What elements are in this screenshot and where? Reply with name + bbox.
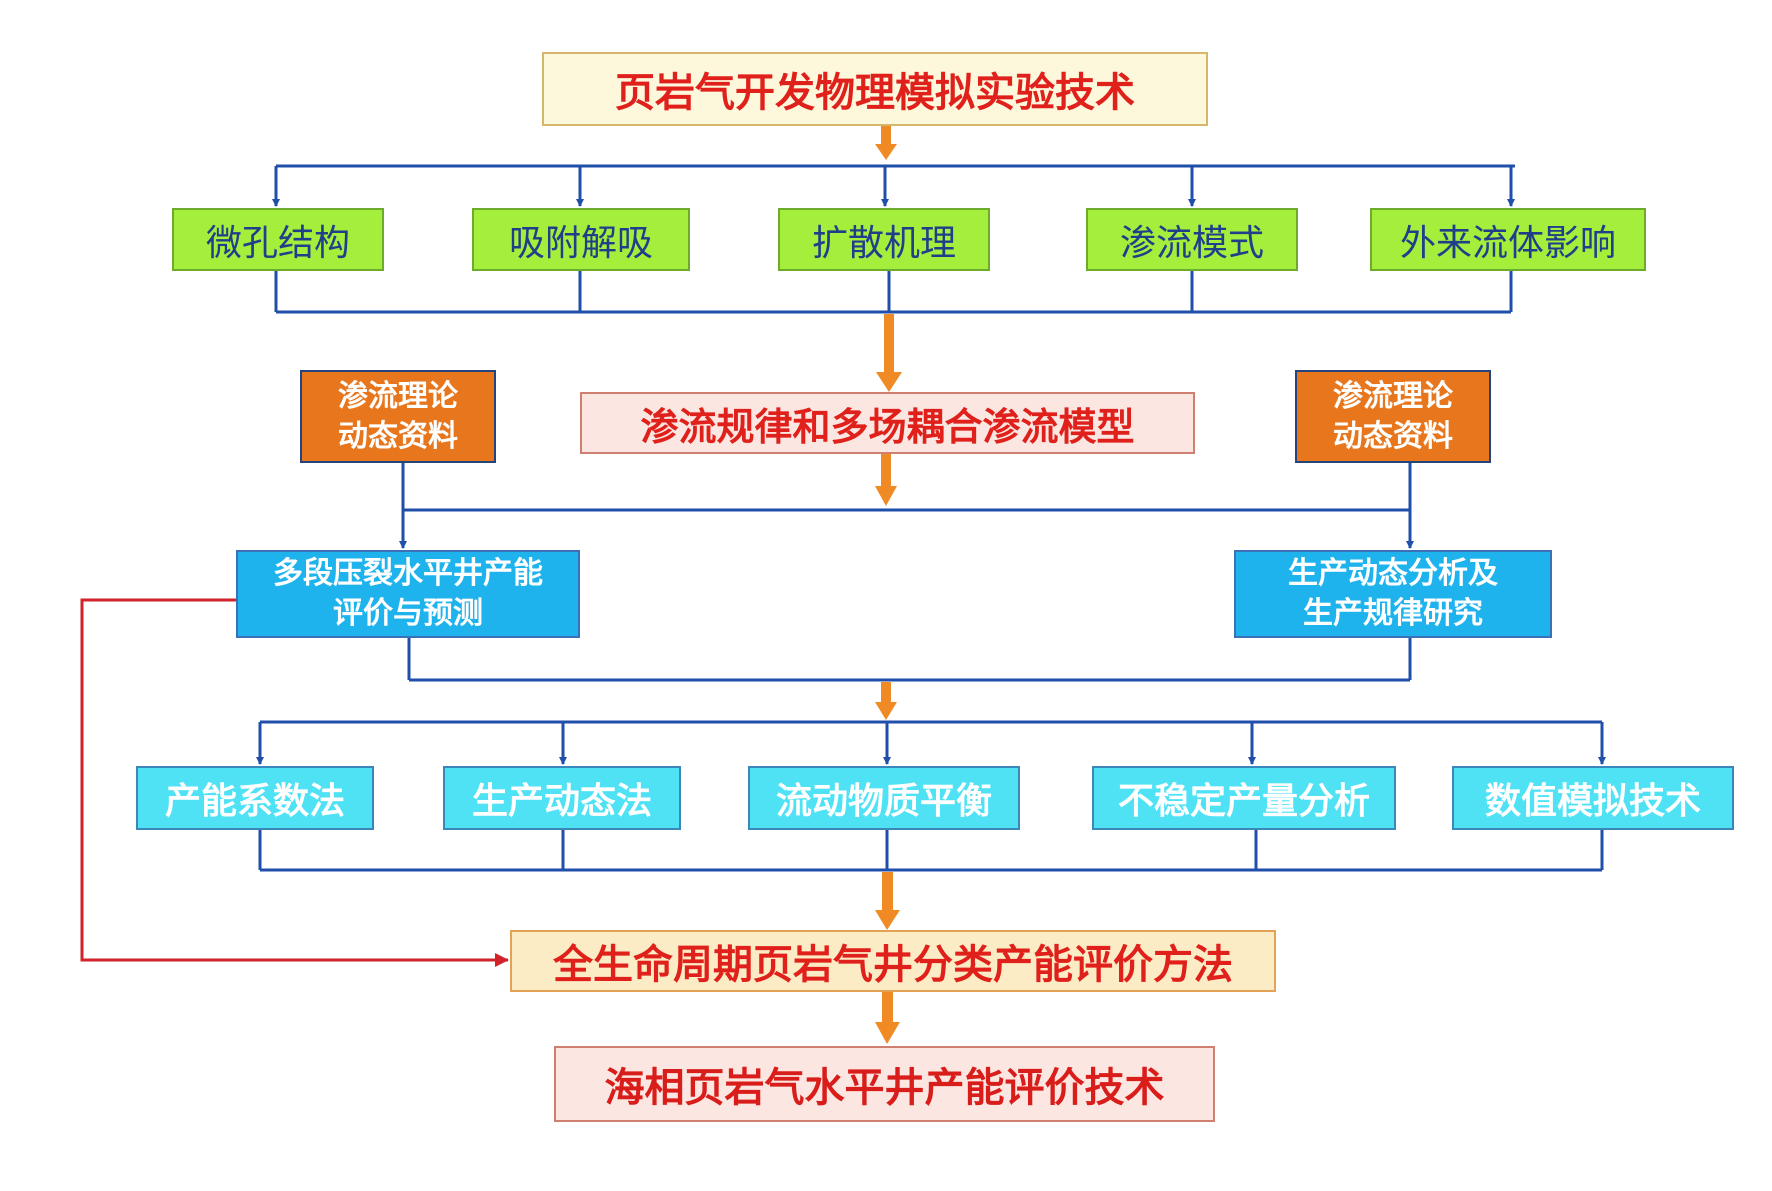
lifecycle-title: 全生命周期页岩气井分类产能评价方法 [553, 942, 1233, 988]
analysis-distribution-lines [399, 463, 1414, 549]
mechanism-label: 渗流模式 [1119, 222, 1264, 264]
method-collector-lines [258, 830, 1604, 872]
mechanism-label: 外来流体影响 [1399, 222, 1616, 264]
method-box-numerical-simulation: 数值模拟技术 [1452, 766, 1734, 830]
method-label: 流动物质平衡 [775, 781, 992, 822]
top-title: 页岩气开发物理模拟实验技术 [615, 70, 1135, 116]
final-box: 海相页岩气水平井产能评价技术 [554, 1046, 1215, 1122]
mechanism-label: 吸附解吸 [508, 222, 653, 264]
method-box-productivity-coefficient: 产能系数法 [136, 766, 374, 830]
mechanism-box-adsorption: 吸附解吸 [472, 208, 690, 271]
analysis-line: 生产规律研究 [1303, 596, 1483, 631]
mechanism-collector-lines [274, 271, 1513, 314]
lifecycle-box: 全生命周期页岩气井分类产能评价方法 [510, 930, 1276, 992]
analysis-line: 生产动态分析及 [1288, 556, 1498, 591]
input-box-left: 渗流理论 动态资料 [300, 370, 496, 463]
method-distribution-lines [256, 720, 1606, 765]
method-label: 产能系数法 [164, 781, 345, 822]
analysis-box-left: 多段压裂水平井产能 评价与预测 [236, 550, 580, 638]
mechanism-label: 微孔结构 [205, 222, 350, 264]
mechanism-box-diffusion: 扩散机理 [778, 208, 990, 271]
final-title: 海相页岩气水平井产能评价技术 [604, 1065, 1165, 1111]
flow-arrow-analyses-to-methods [875, 682, 897, 720]
input-line: 渗流理论 [338, 378, 458, 414]
mechanism-box-micropore: 微孔结构 [172, 208, 384, 271]
mechanism-label: 扩散机理 [811, 222, 956, 264]
method-box-production-dynamics: 生产动态法 [443, 766, 681, 830]
flow-arrows [875, 126, 902, 1044]
input-box-right: 渗流理论 动态资料 [1295, 370, 1491, 463]
analysis-line: 多段压裂水平井产能 [273, 556, 543, 591]
method-box-flowing-material-balance: 流动物质平衡 [748, 766, 1020, 830]
method-label: 数值模拟技术 [1484, 781, 1701, 822]
feedback-arrow [80, 598, 509, 967]
method-label: 生产动态法 [471, 781, 652, 822]
input-line: 动态资料 [1333, 418, 1453, 454]
method-label: 不稳定产量分析 [1117, 781, 1370, 822]
mechanism-box-external-fluid: 外来流体影响 [1370, 208, 1646, 271]
analysis-line: 评价与预测 [333, 596, 483, 631]
flow-arrow-title-to-mechanisms [875, 126, 897, 160]
input-line: 动态资料 [338, 418, 458, 454]
flow-arrow-model-to-analyses [875, 454, 897, 506]
mechanism-box-seepage-mode: 渗流模式 [1086, 208, 1298, 271]
flow-arrow-lifecycle-to-final [875, 992, 900, 1044]
analysis-box-right: 生产动态分析及 生产规律研究 [1234, 550, 1552, 638]
mechanism-distribution-lines [272, 164, 1515, 207]
model-box: 渗流规律和多场耦合渗流模型 [580, 392, 1195, 454]
analysis-collector-lines [407, 638, 1412, 682]
method-box-rate-transient-analysis: 不稳定产量分析 [1092, 766, 1396, 830]
flow-arrow-mechanisms-to-model [876, 314, 902, 392]
model-title: 渗流规律和多场耦合渗流模型 [640, 404, 1135, 449]
top-title-box: 页岩气开发物理模拟实验技术 [542, 52, 1208, 126]
input-line: 渗流理论 [1333, 378, 1453, 414]
flow-arrow-methods-to-lifecycle [875, 872, 900, 930]
